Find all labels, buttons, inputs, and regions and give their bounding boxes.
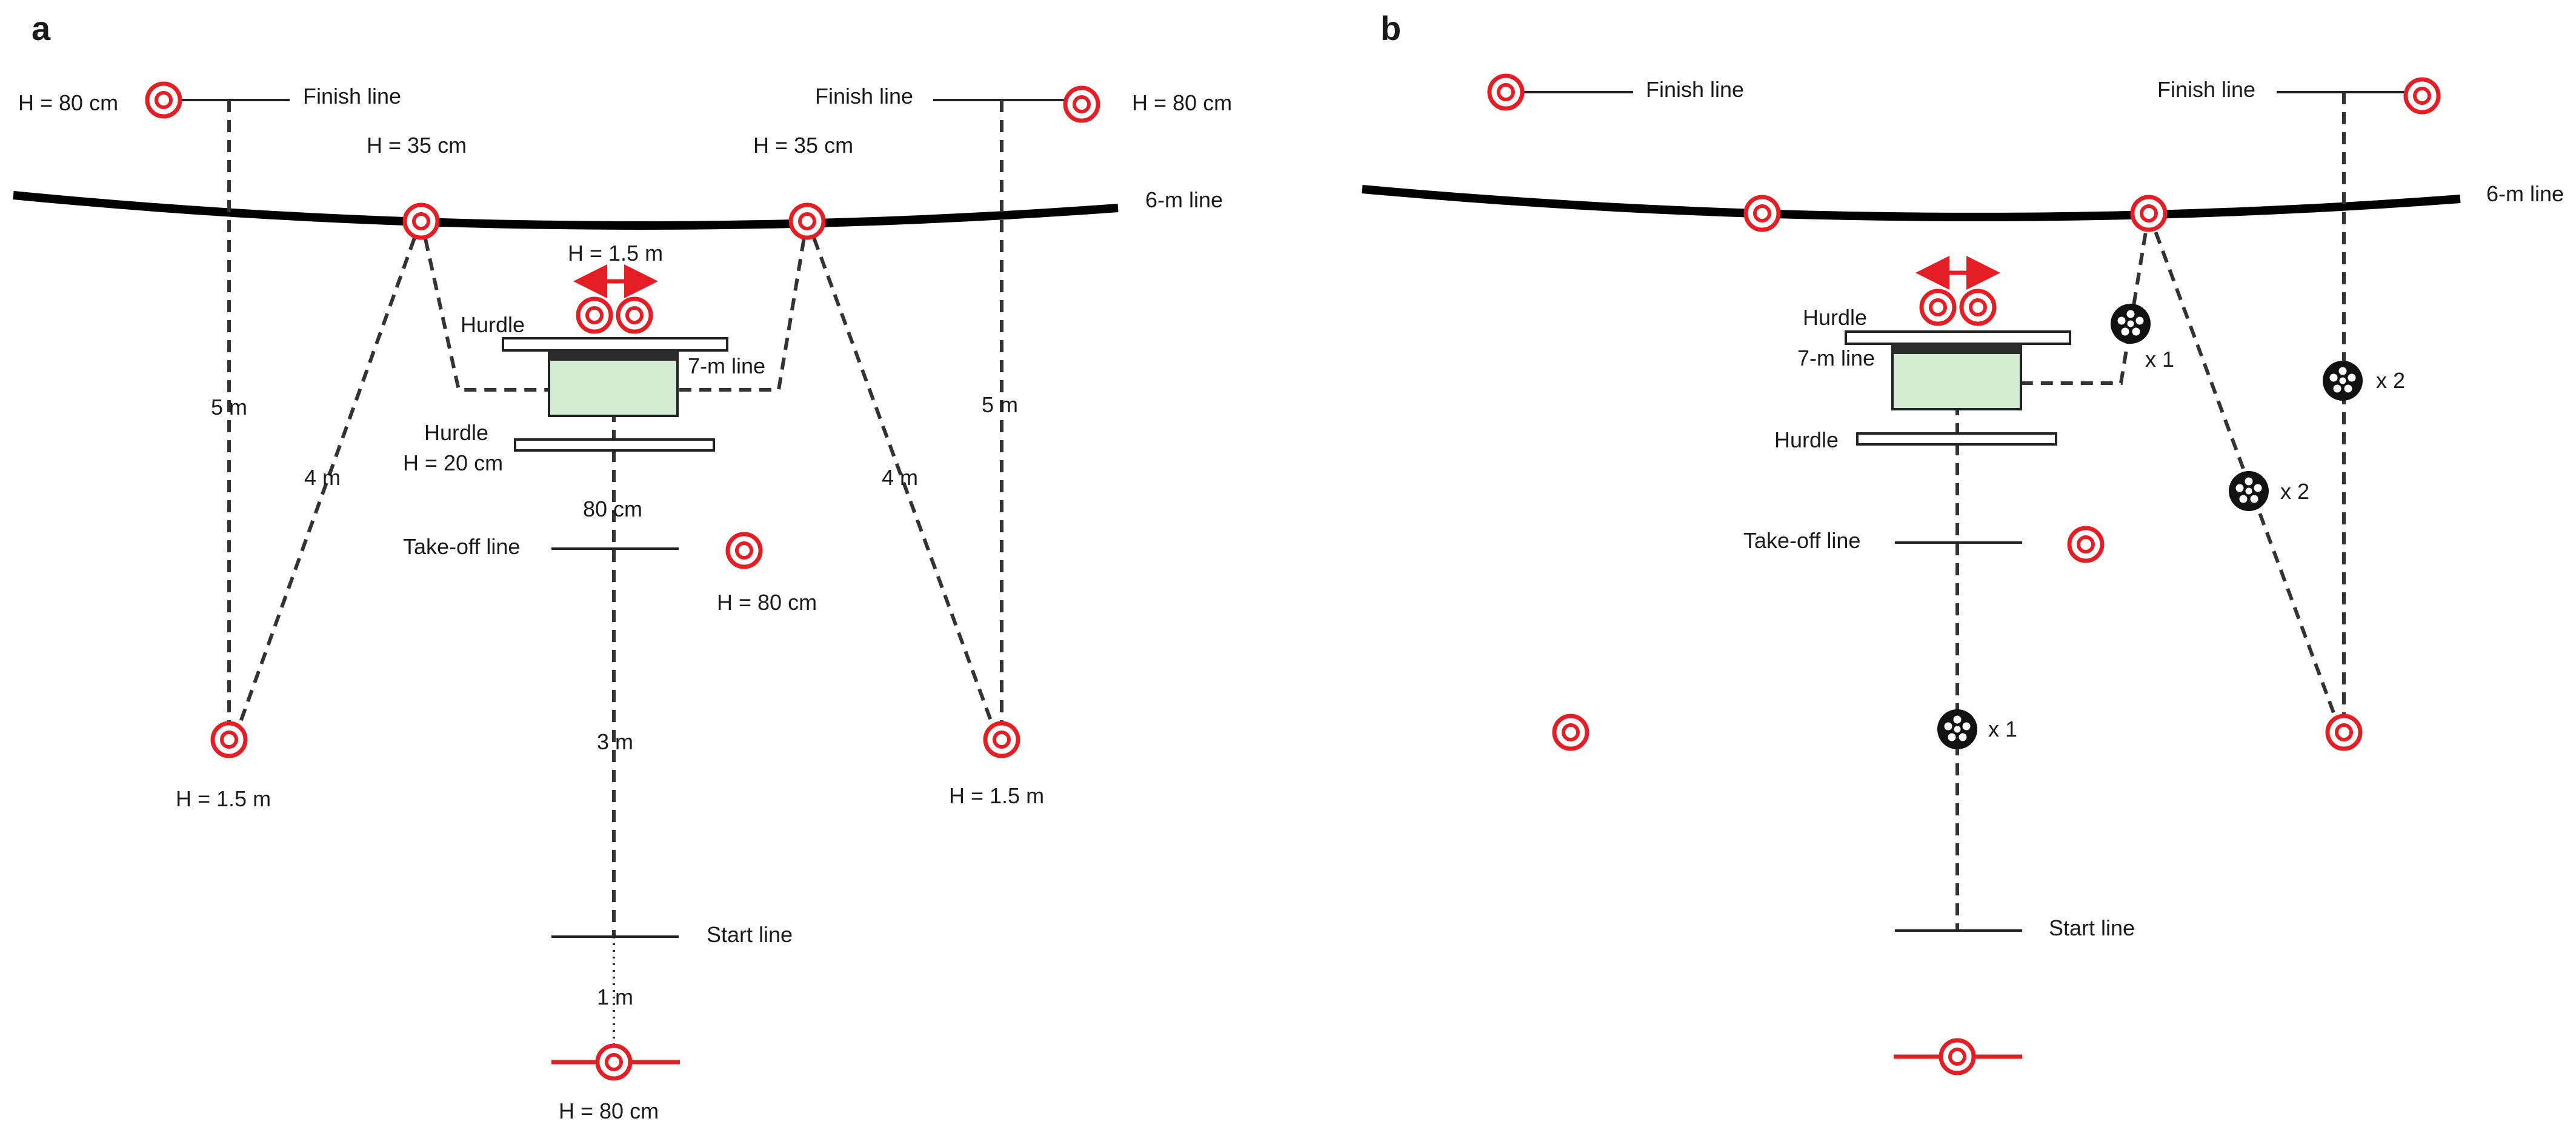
goal-bar-a (549, 350, 677, 361)
path-right-diagonal-b (2147, 212, 2341, 729)
goal-area-a (548, 349, 679, 417)
label-5m-right-a: 5 m (982, 392, 1018, 417)
target-icon (728, 534, 760, 567)
label-h-goal-targets-a: H = 1.5 m (568, 241, 663, 266)
label-4m-right-a: 4 m (882, 465, 918, 490)
label-7m-line-b: 7-m line (1797, 346, 1875, 370)
label-h-6m-right-a: H = 35 cm (753, 133, 853, 158)
label-balls-near-7m-b: x 1 (2145, 347, 2174, 372)
label-finish-line-right-a: Finish line (815, 84, 913, 109)
panel-a: a 6-m line Finish line Finish line H = 8… (13, 9, 1232, 1123)
path-right-diagonal-a (805, 218, 997, 735)
label-h-start-target-a: H = 80 cm (559, 1099, 659, 1123)
label-finish-line-left-a: Finish line (303, 84, 401, 109)
panel-b: b 6-m line Finish line Finish line Hurdl… (1362, 9, 2564, 1073)
target-icon (2132, 197, 2165, 230)
label-h-side-right-a: H = 1.5 m (949, 783, 1044, 808)
target-icon (791, 205, 824, 238)
label-take-off-line-b: Take-off line (1743, 528, 1860, 553)
target-icon (1554, 716, 1587, 749)
target-icon (578, 299, 611, 332)
label-h-side-left-a: H = 1.5 m (176, 786, 271, 811)
target-icon (1922, 291, 1954, 324)
label-start-line-b: Start line (2049, 915, 2135, 940)
handball-icon (2229, 471, 2269, 511)
six-m-line-b (1362, 185, 2461, 221)
label-5m-left-a: 5 m (211, 395, 247, 420)
label-balls-right-line-b: x 2 (2376, 368, 2405, 393)
label-1m-a: 1 m (597, 985, 633, 1009)
target-icon (2328, 716, 2360, 749)
label-hurdle-bottom-a: Hurdle (424, 420, 488, 445)
target-icon (2406, 79, 2438, 112)
label-4m-left-a: 4 m (304, 465, 341, 490)
label-3m-a: 3 m (597, 729, 633, 754)
label-6m-line-a: 6-m line (1145, 187, 1223, 212)
handball-icon (1937, 709, 1977, 749)
label-hurdle-top-b: Hurdle (1803, 305, 1867, 330)
target-icon (1746, 197, 1779, 230)
panel-label-a: a (32, 9, 51, 47)
label-6m-line-b: 6-m line (2486, 181, 2564, 206)
label-balls-diagonal-b: x 2 (2280, 479, 2309, 504)
label-hurdle-top-a: Hurdle (461, 312, 525, 337)
label-h-hurdle-a: H = 20 cm (403, 450, 503, 475)
target-icon (597, 1046, 630, 1079)
target-icon (1065, 88, 1098, 121)
label-finish-line-right-b: Finish line (2157, 77, 2255, 102)
target-icon (147, 84, 180, 116)
label-h-finish-right-a: H = 80 cm (1132, 90, 1232, 115)
target-icon (213, 723, 245, 756)
target-icon (985, 723, 1018, 756)
target-icon (1962, 291, 1994, 324)
goal-bar-b (1892, 344, 2021, 354)
label-h-takeoff-target-a: H = 80 cm (717, 590, 817, 615)
path-left-diagonal-a (235, 218, 423, 735)
label-hurdle-bottom-b: Hurdle (1774, 427, 1839, 452)
target-icon (1489, 76, 1522, 109)
path-right-zigzag-a (674, 219, 809, 392)
hurdle-top-a (502, 337, 728, 352)
hurdle-top-b (1845, 330, 2071, 345)
target-icon (1941, 1040, 1974, 1073)
label-take-off-line-a: Take-off line (403, 534, 520, 559)
label-80cm-a: 80 cm (583, 497, 642, 521)
label-7m-line-a: 7-m line (688, 353, 765, 378)
six-m-line-a (13, 191, 1119, 230)
label-h-finish-left-a: H = 80 cm (18, 90, 118, 115)
hurdle-bottom-b (1856, 432, 2057, 446)
target-icon (2069, 528, 2102, 561)
target-icon (618, 299, 651, 332)
handball-icon (2323, 361, 2363, 401)
label-h-6m-left-a: H = 35 cm (367, 133, 467, 158)
panel-label-b: b (1380, 9, 1401, 47)
label-finish-line-left-b: Finish line (1646, 77, 1744, 102)
target-icon (405, 205, 438, 238)
label-balls-center-b: x 1 (1988, 717, 2017, 741)
hurdle-bottom-a (514, 438, 715, 452)
label-start-line-a: Start line (707, 922, 793, 947)
handball-icon (2111, 304, 2151, 344)
